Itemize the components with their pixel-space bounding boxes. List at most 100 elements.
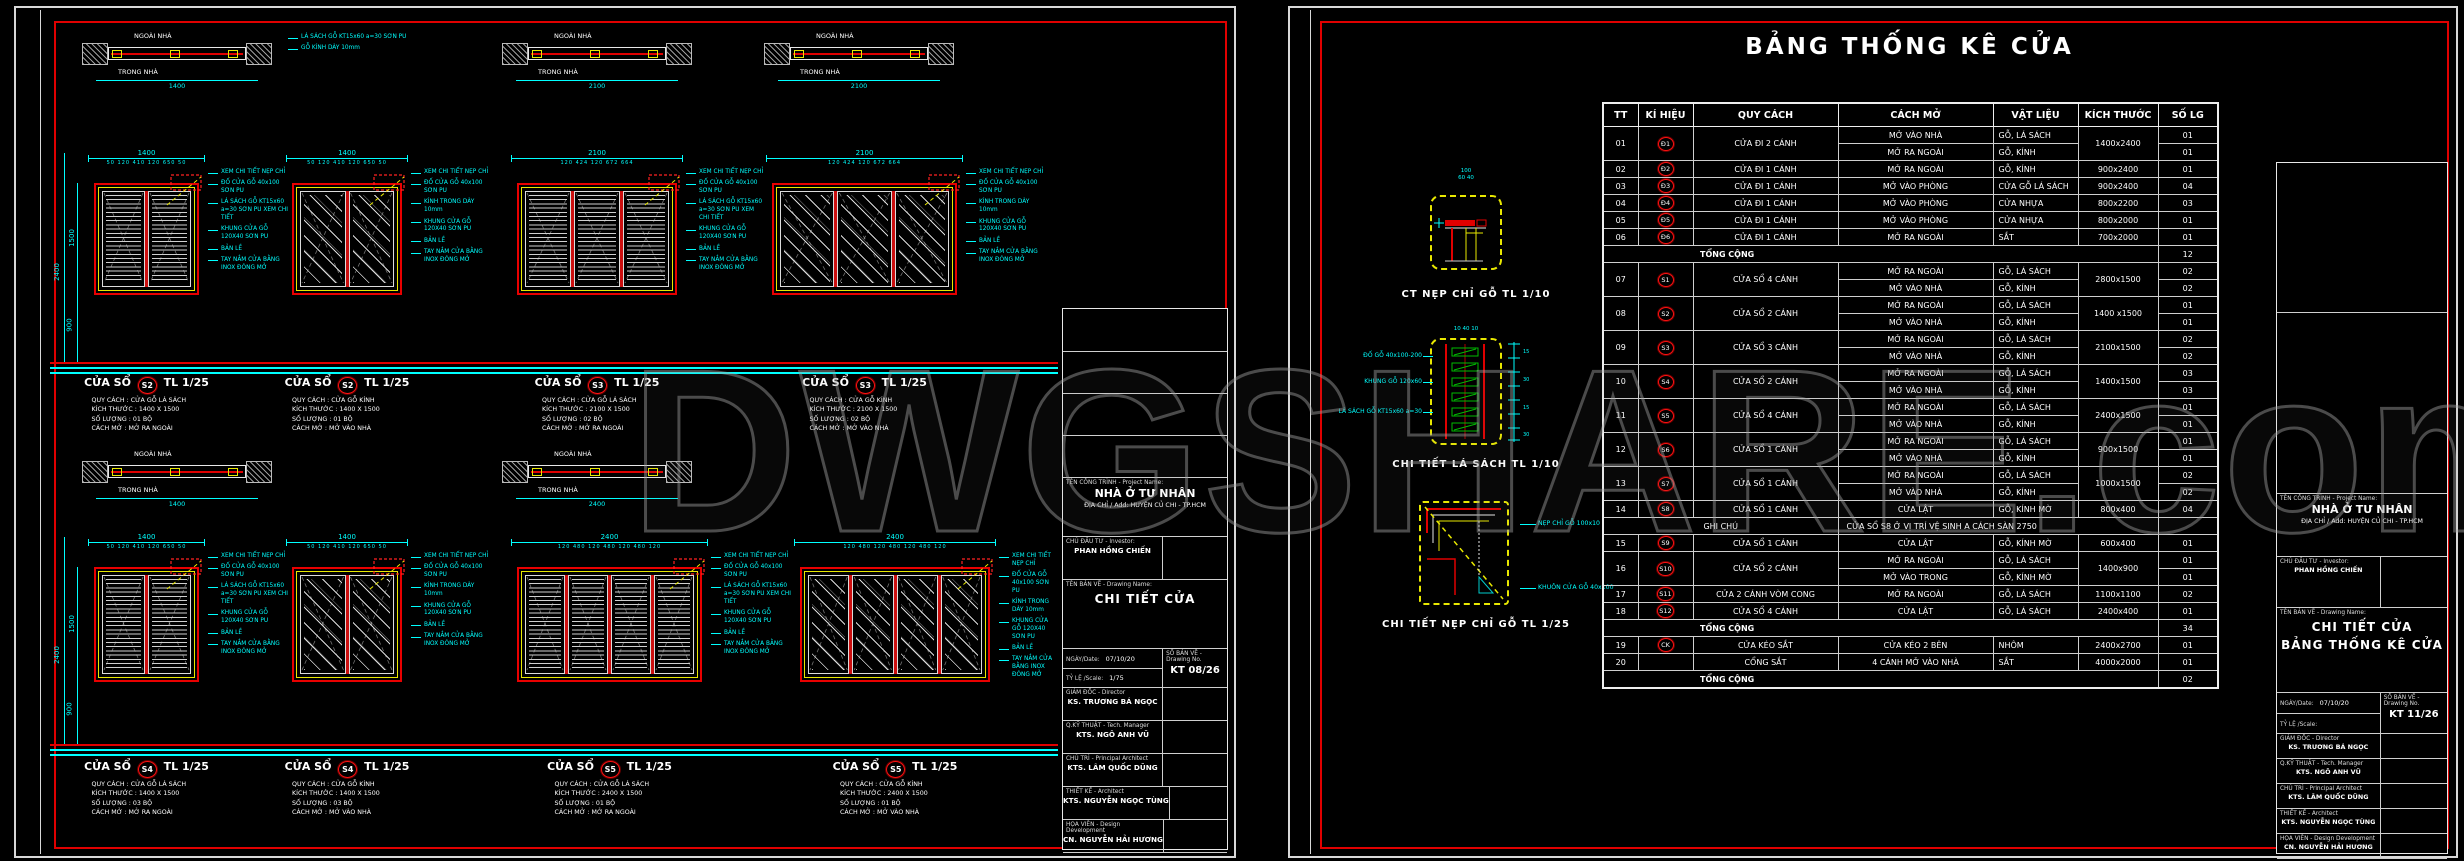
window-spec-line: SỐ LƯỢNG : 01 BỘ [292, 415, 353, 423]
cell-qty: 02 [2157, 347, 2219, 365]
scale-label: TỶ LỆ /Scale: [1066, 676, 1104, 682]
cell-open-dir: MỞ RA NGOÀI [1837, 228, 1994, 246]
dimension-line [794, 539, 996, 546]
cell-symbol [1637, 653, 1694, 671]
title-block-right: TÊN CÔNG TRÌNH - Project Name:NHÀ Ở TƯ N… [2276, 162, 2448, 859]
annotation-note: XEM CHI TIẾT NẸP CHỈ [208, 553, 288, 561]
staff-signature-box [2381, 784, 2447, 808]
cell-symbol: S3 [1637, 330, 1694, 365]
cell-material: GỖ, KÍNH [1992, 279, 2079, 297]
annotation-note: TAY NẮM CỬA BẰNG INOX ĐÓNG MỞ [208, 257, 288, 273]
outside-label: NGOÀI NHÀ [134, 32, 172, 40]
door-symbol: S2 [1657, 306, 1674, 321]
window-frame-yellow [296, 571, 398, 678]
investor-label: CHỦ ĐẦU TƯ - Investor: [1066, 539, 1135, 545]
annotation-note: KHUNG CỬA GỖ 120X40 SƠN PU [411, 603, 491, 619]
cell-material: GỖ, KÍNH [1992, 160, 2079, 178]
detail1-label: CT NẸP CHỈ GỖ TL 1/10 [1401, 289, 1551, 300]
cell-qty: 01 [2157, 160, 2219, 178]
cell-open-dir: MỞ RA NGOÀI [1837, 296, 1994, 314]
cell-size: 800x2000 [2077, 211, 2159, 229]
annotation-note: XEM CHI TIẾT NẸP CHỈ [711, 553, 791, 561]
cell-symbol: S5 [1637, 398, 1694, 433]
cell-name: CỬA SỔ 4 CÁNH [1692, 262, 1839, 297]
cell-qty: 04 [2157, 500, 2219, 518]
staff-role: HỌA VIÊN - Design Development [2280, 836, 2376, 842]
cell-symbol: Đ1 [1637, 126, 1694, 161]
staff-role: GIÁM ĐỐC - Director [2280, 736, 2340, 742]
annotation-note: LÁ SÁCH GỖ KT15x60 a=30 SƠN PU XEM CHI T… [208, 583, 288, 606]
cell-qty: 01 [2157, 534, 2219, 552]
scale-label: TỶ LỆ /Scale: [2280, 721, 2318, 728]
wall-hatch-block [764, 43, 790, 65]
date-label: NGÀY/Date: [1066, 656, 1100, 663]
detail-la-sach [1430, 338, 1502, 445]
scale-row: TỶ LỆ /Scale: [2277, 713, 2380, 733]
date-value: 07/10/20 [1105, 654, 1135, 663]
investor-label: CHỦ ĐẦU TƯ - Investor: [2280, 559, 2349, 565]
annotation-note: LÁ SÁCH GỖ KT15x60 a=30 SƠN PU [288, 34, 438, 42]
cell-open-dir: MỞ RA NGOÀI [1837, 143, 1994, 161]
window-frame-red [517, 183, 677, 295]
door-symbol: Đ5 [1657, 213, 1674, 227]
annotation-note: KHUNG CỬA GỖ 120X40 SƠN PU [208, 610, 288, 626]
window-leaf [348, 575, 394, 674]
title-block-left: TÊN CÔNG TRÌNH - Project Name:NHÀ Ở TƯ N… [1062, 308, 1228, 853]
window-leaves [300, 191, 394, 287]
dimension-total: 2100 [855, 149, 874, 157]
cell-name: CỬA SỔ 2 CÁNH [1692, 296, 1839, 331]
cell-open-dir: MỞ VÀO NHÀ [1837, 381, 1994, 399]
cell-symbol: S7 [1637, 466, 1694, 501]
staff-role: THIẾT KẾ - Architect [2280, 811, 2338, 817]
cell-qty: 01 [2157, 653, 2219, 671]
staff-signature-box [2381, 734, 2447, 758]
cell-tt: 01 [1602, 126, 1639, 161]
staff-role: CHỦ TRÌ - Principal Architect [1066, 756, 1149, 762]
annotation-note: BẢN LỀ [208, 246, 288, 254]
date-value: 07/10/20 [2319, 699, 2349, 707]
window-elevation [94, 174, 202, 295]
window-spec-line: QUY CÁCH : CỬA GỖ LÁ SÁCH [91, 397, 187, 404]
annotation-note: KHUNG CỬA GỖ 120X40 SƠN PU [208, 226, 288, 242]
frame-wood-section [170, 50, 180, 58]
cell-open-dir: CỬA LẬT [1837, 500, 1994, 518]
dimension-line [286, 155, 408, 162]
annotation-note: ĐỐ CỬA GỖ 40x100 SƠN PU [966, 180, 1046, 196]
window-frame-yellow [98, 187, 195, 291]
window-label-title: CỬA SỔ S4 TL 1/25 [262, 760, 432, 778]
window-spec-line: CÁCH MỞ : MỞ RA NGOÀI [91, 809, 173, 817]
annotation-note: ĐỐ CỬA GỖ 40x100 SƠN PU [208, 180, 288, 196]
staff-role: GIÁM ĐỐC - Director [1066, 690, 1126, 696]
cell-size: 900x2400 [2077, 177, 2159, 195]
height-dim-sill: 900 [65, 702, 74, 716]
cell-material: GỖ, LÁ SÁCH [1992, 585, 2079, 603]
leaf-section-line [531, 471, 663, 473]
inside-label: TRONG NHÀ [118, 486, 158, 494]
note-text: CỬA SỔ S8 Ở VỊ TRÍ VỆ SINH A CÁCH SÀN 27… [1837, 517, 2159, 535]
window-spec-line: KÍCH THƯỚC : 1400 X 1500 [292, 790, 380, 798]
height-dim-line-inner [77, 567, 78, 744]
window-frame-yellow [521, 187, 673, 291]
frame-section-line [108, 465, 246, 478]
frame-section-line [528, 465, 666, 478]
drawing-no-label: SỐ BẢN VẼ - Drawing No. [1166, 651, 1202, 663]
cell-name: CỔNG SẮT [1692, 653, 1839, 671]
cell-material: GỖ, LÁ SÁCH [1992, 466, 2079, 484]
